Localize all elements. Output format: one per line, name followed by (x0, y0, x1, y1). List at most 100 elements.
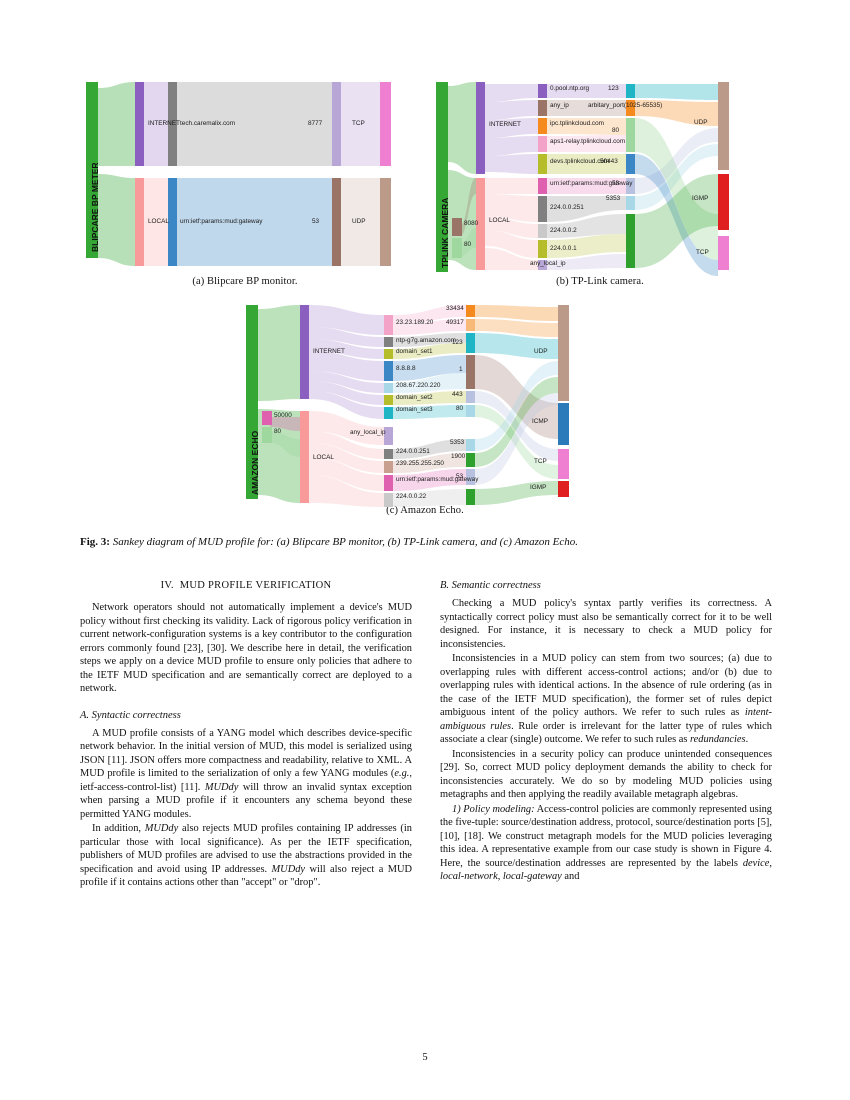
sankey-node[interactable] (466, 405, 475, 417)
sankey-label: LOCAL (489, 217, 510, 224)
sankey-node[interactable] (332, 178, 341, 266)
sankey-node[interactable] (466, 439, 475, 451)
sankey-link (635, 154, 718, 276)
sankey-label: INTERNET (489, 121, 521, 128)
sankey-node[interactable] (466, 355, 475, 389)
sankey-node[interactable] (538, 84, 547, 98)
sankey-node[interactable] (246, 305, 258, 499)
sankey-link (485, 100, 538, 120)
sankey-node[interactable] (384, 407, 393, 419)
sankey-node[interactable] (626, 178, 635, 194)
paragraph-a2: In addition, MUDdy also rejects MUD prof… (80, 822, 412, 890)
sankey-node[interactable] (380, 82, 391, 166)
subsection-b-heading: B. Semantic correctness (440, 580, 541, 591)
figure-caption-text: Sankey diagram of MUD profile for: (a) B… (112, 536, 578, 548)
sankey-node[interactable] (626, 214, 635, 268)
section-heading: IV. MUD PROFILE VERIFICATION (80, 580, 412, 591)
sankey-node[interactable] (626, 154, 635, 174)
sankey-link (547, 154, 626, 174)
sankey-node[interactable] (718, 236, 729, 270)
sankey-link (258, 305, 300, 401)
subcaption-a: (a) Blipcare BP monitor. (192, 276, 298, 287)
sankey-link (475, 305, 558, 321)
sankey-node[interactable] (135, 82, 144, 166)
sankey-node[interactable] (384, 493, 393, 507)
sankey-label: 53 (456, 473, 464, 480)
body-columns: IV. MUD PROFILE VERIFICATION Network ope… (80, 580, 772, 1050)
sankey-node[interactable] (466, 453, 475, 467)
sankey-link (448, 82, 476, 174)
sankey-node[interactable] (384, 461, 393, 473)
sankey-node[interactable] (718, 174, 729, 230)
sankey-node[interactable] (332, 82, 341, 166)
sankey-link (393, 355, 466, 381)
sankey-node[interactable] (384, 395, 393, 405)
sankey-node[interactable] (466, 469, 475, 485)
sankey-node[interactable] (384, 337, 393, 347)
sankey-node[interactable] (558, 449, 569, 479)
sankey-label: 53 (312, 218, 320, 225)
sankey-label: 8080 (464, 220, 479, 227)
sankey-node[interactable] (466, 391, 475, 403)
sankey-node[interactable] (452, 238, 462, 258)
sankey-node[interactable] (300, 305, 309, 399)
sankey-node[interactable] (384, 315, 393, 335)
sankey-label: INTERNET (313, 348, 345, 355)
sankey-node[interactable] (384, 361, 393, 381)
sankey-node[interactable] (466, 319, 475, 331)
para-a2-part3: will also reject a MUD profile if it con… (80, 863, 412, 889)
sankey-link (393, 489, 466, 507)
sankey-node[interactable] (135, 178, 144, 266)
sankey-node[interactable] (384, 475, 393, 491)
sankey-link (475, 393, 558, 485)
sankey-node[interactable] (384, 449, 393, 459)
sankey-node[interactable] (262, 427, 272, 443)
sankey-node[interactable] (384, 349, 393, 359)
sankey-node[interactable] (558, 305, 569, 401)
sankey-link (309, 411, 384, 445)
sankey-node[interactable] (538, 118, 547, 134)
sankey-node[interactable] (380, 178, 391, 266)
sankey-node[interactable] (718, 82, 729, 170)
sankey-label: 53 (612, 180, 620, 187)
sankey-node[interactable] (384, 427, 393, 445)
sankey-node[interactable] (466, 489, 475, 505)
sankey-node[interactable] (384, 383, 393, 393)
sankey-link (475, 481, 558, 505)
sankey-node[interactable] (86, 82, 98, 258)
sankey-node[interactable] (168, 178, 177, 266)
sankey-node[interactable] (538, 240, 547, 258)
sankey-node[interactable] (626, 118, 635, 152)
sankey-node[interactable] (538, 178, 547, 194)
sankey-node[interactable] (262, 411, 272, 425)
sankey-label: LOCAL (313, 454, 334, 461)
sankey-label: 8777 (308, 120, 323, 127)
sankey-node[interactable] (300, 411, 309, 503)
sankey-node[interactable] (538, 154, 547, 174)
sankey-node[interactable] (476, 178, 485, 270)
sankey-node[interactable] (168, 82, 177, 166)
sankey-label: tech.caremalix.com (180, 120, 236, 127)
sankey-node[interactable] (558, 403, 569, 445)
sankey-node[interactable] (538, 224, 547, 238)
para-b2-part1: Inconsistencies in a MUD policy can stem… (440, 653, 772, 719)
sankey-node[interactable] (538, 100, 547, 116)
sankey-node[interactable] (538, 136, 547, 152)
sankey-node[interactable] (466, 333, 475, 353)
sankey-link (309, 431, 384, 459)
figure-caption-label: Fig. 3: (80, 536, 110, 548)
sankey-node[interactable] (466, 305, 475, 317)
sankey-node[interactable] (626, 100, 635, 116)
sankey-node[interactable] (538, 196, 547, 222)
sankey-node[interactable] (476, 82, 485, 174)
sankey-node[interactable] (538, 260, 547, 270)
sankey-node[interactable] (558, 481, 569, 497)
sankey-node[interactable] (626, 196, 635, 210)
sankey-node[interactable] (452, 218, 462, 236)
sankey-node[interactable] (626, 84, 635, 98)
sankey-device-label: AMAZON ECHO (250, 430, 260, 495)
sankey-node[interactable] (436, 82, 448, 272)
paragraph-b1: Checking a MUD policy's syntax partly ve… (440, 598, 772, 650)
para-a1-em2: MUDdy (204, 781, 239, 793)
sankey-label: urn:ietf:params:mud:gateway (396, 476, 479, 483)
